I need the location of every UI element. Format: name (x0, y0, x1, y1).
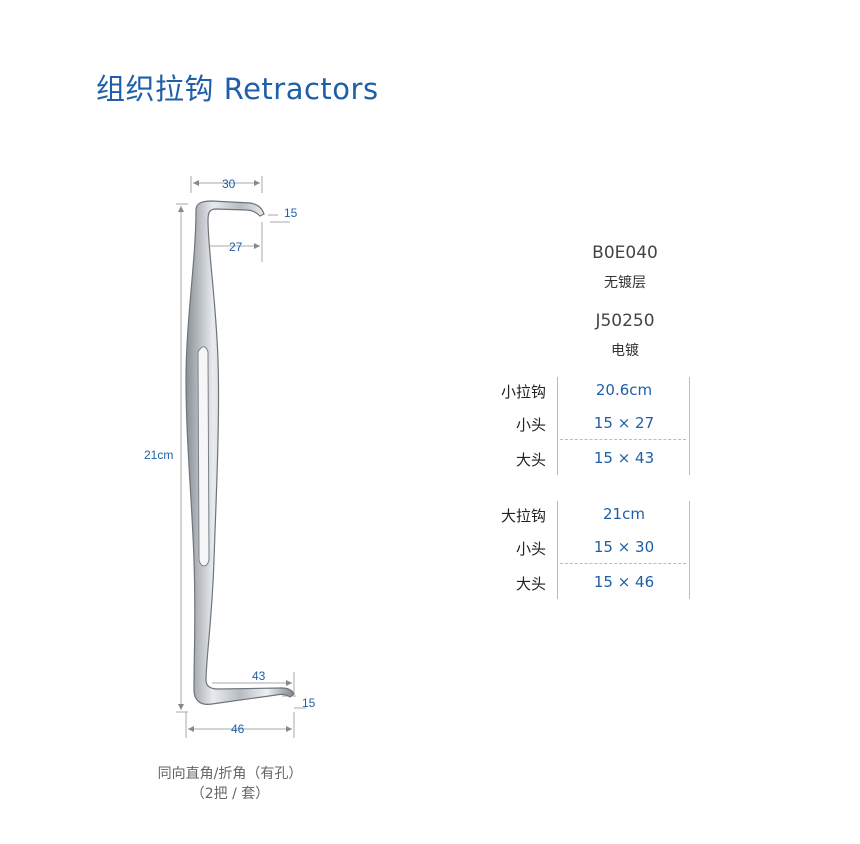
product-finish: 电镀 (611, 343, 639, 359)
spec-name: 小拉钩 (500, 383, 546, 401)
dim-length: 21cm (144, 448, 173, 462)
dimension-arrows (178, 180, 292, 732)
spec-row-label: 小头 (515, 540, 546, 558)
spec-row-value: 15 × 27 (593, 414, 655, 432)
product-code: B0E040 (592, 243, 658, 263)
spec-row-label: 大头 (515, 451, 546, 469)
dim-top-inner: 27 (229, 240, 243, 254)
dimension-lines (176, 176, 306, 738)
drawing-caption: 同向直角/折角（有孔） (157, 766, 303, 782)
spec-row-label: 大头 (515, 575, 546, 593)
spec-name: 大拉钩 (500, 507, 546, 525)
dim-top-width: 30 (222, 177, 236, 191)
dim-bottom-inner: 43 (252, 669, 266, 683)
spec-length: 20.6cm (595, 381, 653, 399)
product-code: J50250 (595, 311, 655, 331)
spec-length: 21cm (603, 505, 645, 523)
dim-bottom-depth: 15 (302, 696, 316, 710)
spec-row-value: 15 × 30 (593, 538, 655, 556)
product-finish: 无镀层 (604, 275, 646, 291)
drawing-caption-qty: （2把 / 套） (190, 786, 270, 802)
dim-top-depth: 15 (284, 206, 298, 220)
dim-bottom-width: 46 (231, 722, 245, 736)
spec-row-value: 15 × 43 (593, 449, 655, 467)
spec-row-label: 小头 (515, 416, 546, 434)
retractor-body (185, 200, 295, 705)
spec-row-value: 15 × 46 (593, 573, 655, 591)
page-title: 组织拉钩 Retractors (96, 72, 379, 106)
